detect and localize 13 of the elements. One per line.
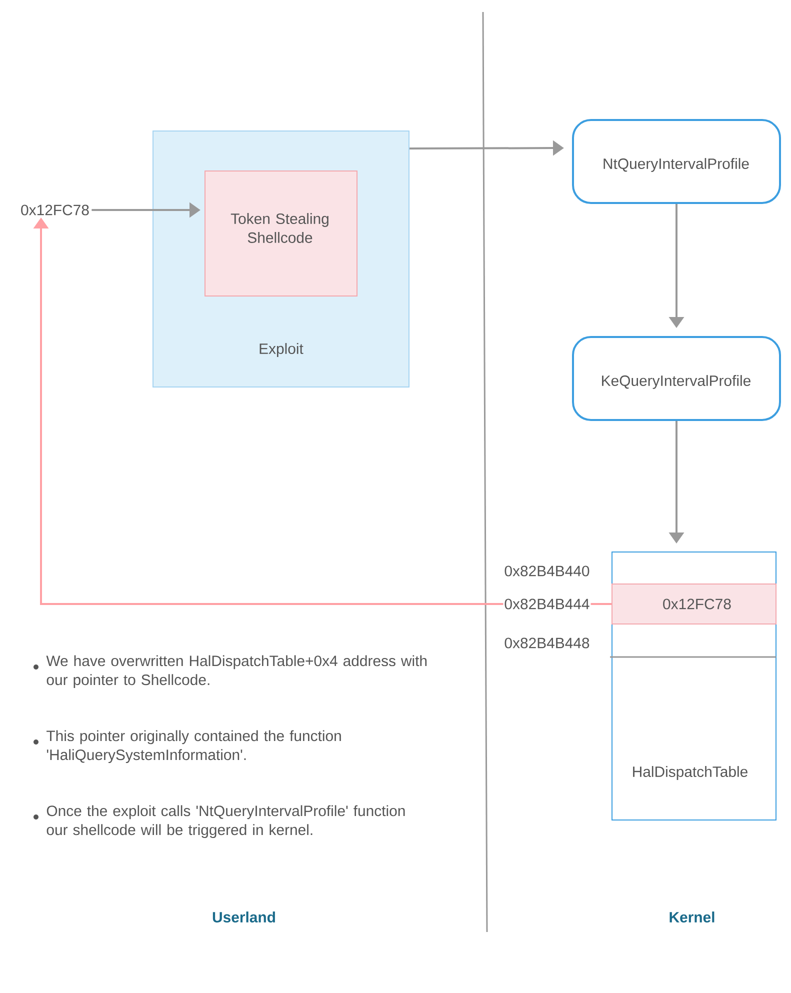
address-text: 0x12FC78	[21, 204, 89, 216]
bullet-text: This pointer originally contained the function 'HaliQuerySystemInformation'.	[46, 730, 341, 764]
table-row: 0x12FC78	[612, 584, 776, 624]
bullet-text: Once the exploit calls 'NtQueryIntervalProfile' function our shellcode will be triggered in kernel.	[46, 805, 405, 838]
address-label: 0x82B4B440	[503, 564, 591, 578]
address-label: 0x82B4B444	[503, 598, 591, 610]
column-heading: Kernel	[670, 912, 714, 922]
bullet-text: We have overwritten HalDispatchTable+0x4 address with our pointer to Shellcode.	[46, 655, 427, 688]
function-box: NtQueryIntervalProfile	[572, 119, 781, 204]
shellcode-box: Token Stealing Shellcode	[204, 170, 358, 296]
column-heading: Userland	[212, 912, 275, 922]
function-box: KeQueryIntervalProfile	[572, 336, 781, 421]
address-label: 0x82B4B448	[503, 636, 591, 650]
